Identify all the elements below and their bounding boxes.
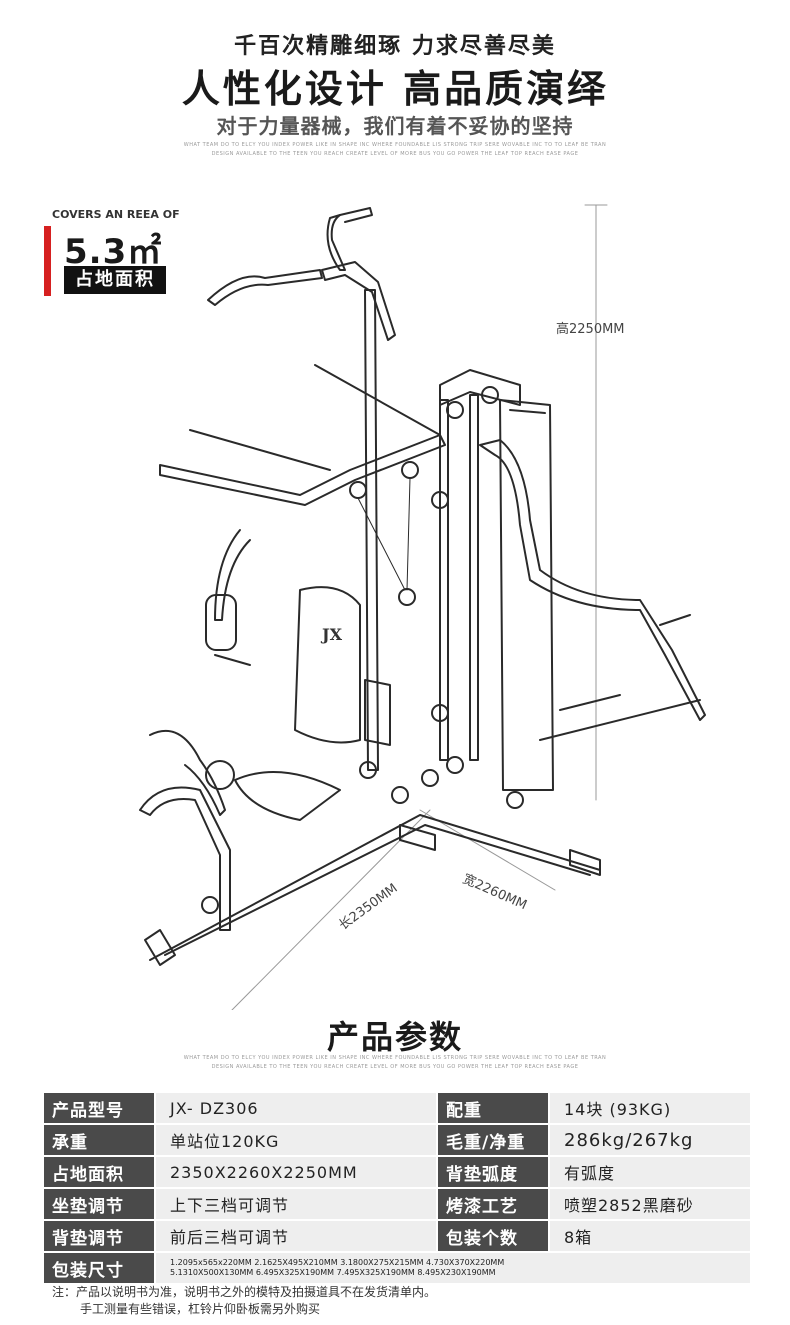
spec-label: 背垫弧度 [438,1157,548,1187]
machine-illustration: JX [139,204,706,1010]
spec-label: 背垫调节 [44,1221,154,1251]
spec-label: 承重 [44,1125,154,1155]
package-line-2: 5.1310X500X130MM 6.495X325X190MM 7.495X3… [170,1268,496,1277]
section-title: 产品参数 [326,1018,463,1056]
spec-value: 2350X2260X2250MM [156,1157,436,1187]
spec-value: 有弧度 [550,1157,750,1187]
spec-value: 前后三档可调节 [156,1221,436,1251]
section-fineprint-2: DESIGN AVAILABLE TO THE TEEN YOU REACH C… [211,1064,579,1070]
machine-logo: JX [320,625,343,644]
headline: 人性化设计 高品质演绎 [181,67,609,111]
subhead: 对于力量器械，我们有着不妥协的坚持 [216,114,574,138]
spec-row: 产品型号 JX- DZ306 配重 14块 (93KG) [44,1093,750,1123]
accent-bar [44,226,51,296]
header-fineprint-1: WHAT TEAM DO TO ELCY YOU INDEX POWER LIK… [183,142,607,148]
package-line-1: 1.2095x565x220MM 2.1625X495X210MM 3.1800… [170,1258,505,1267]
header-fineprint-2: DESIGN AVAILABLE TO THE TEEN YOU REACH C… [211,151,579,157]
spec-label: 烤漆工艺 [438,1189,548,1219]
tagline: 千百次精雕细琢 力求尽善尽美 [234,34,556,59]
spec-value: 喷塑2852黑磨砂 [550,1189,750,1219]
spec-label: 产品型号 [44,1093,154,1123]
spec-value: 14块 (93KG) [550,1093,750,1123]
section-fineprint-1: WHAT TEAM DO TO ELCY YOU INDEX POWER LIK… [183,1055,607,1061]
area-label: 占地面积 [64,266,166,294]
height-dimension: 高2250MM [556,322,625,337]
note-line-2: 手工测量有些错误，杠铃片仰卧板需另外购买 [80,1302,321,1316]
spec-row: 占地面积 2350X2260X2250MM 背垫弧度 有弧度 [44,1157,750,1187]
spec-row-package: 包装尺寸 1.2095x565x220MM 2.1625X495X210MM 3… [44,1253,750,1283]
spec-label: 配重 [438,1093,548,1123]
spec-label: 包装个数 [438,1221,548,1251]
spec-label: 毛重/净重 [438,1125,548,1155]
area-caption: COVERS AN REEA OF [52,208,180,221]
spec-value: 上下三档可调节 [156,1189,436,1219]
spec-row: 背垫调节 前后三档可调节 包装个数 8箱 [44,1221,750,1251]
spec-table: 产品型号 JX- DZ306 配重 14块 (93KG) 承重 单站位120KG… [44,1093,750,1285]
spec-value: JX- DZ306 [156,1093,436,1123]
spec-label: 占地面积 [44,1157,154,1187]
package-sizes: 1.2095x565x220MM 2.1625X495X210MM 3.1800… [156,1253,750,1283]
note-line-1: 注：产品以说明书为准，说明书之外的模特及拍摄道具不在发货清单内。 [52,1285,437,1299]
spec-label: 包装尺寸 [44,1253,154,1283]
spec-value: 286kg/267kg [550,1125,750,1155]
spec-value: 单站位120KG [156,1125,436,1155]
spec-row: 承重 单站位120KG 毛重/净重 286kg/267kg [44,1125,750,1155]
spec-value: 8箱 [550,1221,750,1251]
spec-label: 坐垫调节 [44,1189,154,1219]
area-value: 5.3㎡ [64,232,163,272]
spec-row: 坐垫调节 上下三档可调节 烤漆工艺 喷塑2852黑磨砂 [44,1189,750,1219]
